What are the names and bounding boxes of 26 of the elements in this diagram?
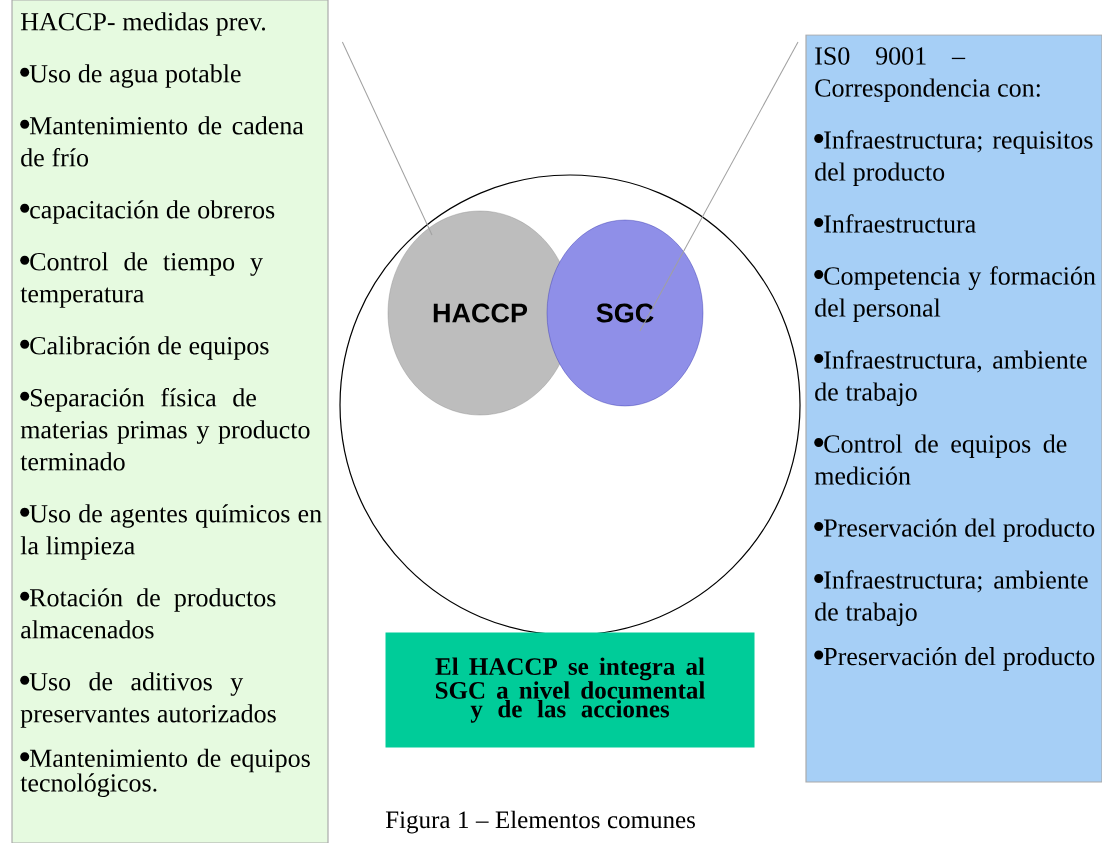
list-item: Separación física de materias primas y producto terminado: [20, 387, 310, 471]
leader-line: [341, 41, 433, 236]
list-item: Preservación del producto: [814, 518, 1095, 543]
list-item: Calibración de equipos: [20, 336, 269, 360]
list-item: Rotación de productos almacenados: [20, 588, 276, 639]
list-item: Infraestructura: [814, 214, 976, 233]
list-item: Uso de agentes químicos en la limpieza: [20, 504, 322, 560]
list-item: Mantenimiento de cadena de frío: [20, 116, 304, 167]
list-item: Infraestructura; ambiente de trabajo: [814, 570, 1088, 627]
text-panel: [20, 12, 322, 798]
list-item: Infraestructura; requisitos del producto: [814, 130, 1093, 187]
list-item: Uso de aditivos y preservantes autorizados: [20, 672, 276, 728]
caption: Figura 1 – Elementos comunes: [385, 810, 695, 834]
heading: HACCP- medidas prev.: [20, 12, 266, 36]
leader-line: [639, 41, 799, 332]
list-item: Control de equipos de medición: [814, 434, 1067, 485]
list-item: Mantenimiento de equipos tecnológicos.: [20, 748, 310, 798]
list-item: Competencia y formación del personal: [814, 266, 1096, 323]
heading: IS0 9001 – Correspondencia con:: [815, 47, 1040, 103]
text-box: El HACCP se integra al SGC a nivel documental y de las acciones: [385, 632, 755, 748]
list-item: Preservación del producto: [814, 647, 1095, 671]
list-item: Infraestructura, ambiente de trabajo: [814, 350, 1087, 407]
list-item: Uso de agua potable: [20, 64, 241, 88]
list-item: capacitación de obreros: [20, 200, 275, 224]
list-item: Control de tiempo y temperatura: [20, 252, 263, 308]
text-panel: [814, 47, 1096, 671]
